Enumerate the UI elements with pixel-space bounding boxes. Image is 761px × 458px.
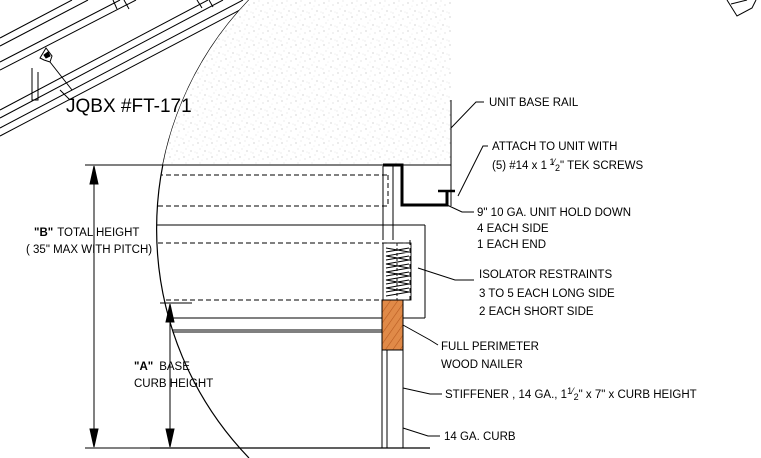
callout-hold-down-3: 1 EACH END <box>477 239 546 251</box>
callout-isolator-2: 3 TO 5 EACH LONG SIDE <box>479 288 615 300</box>
callout-nailer-1: FULL PERIMETER <box>441 341 539 353</box>
callout-hold-down-1: 9" 10 GA. UNIT HOLD DOWN <box>477 207 631 219</box>
callout-stiffener: STIFFENER , 14 GA., 11⁄2" x 7" x CURB HE… <box>445 386 697 402</box>
dimension-a-label: "A"BASE <box>134 361 190 373</box>
roof-rails-perspective <box>0 0 260 137</box>
callout-attach-line1: ATTACH TO UNIT WITH <box>492 141 617 153</box>
curb-wall <box>150 350 430 449</box>
dimension-b <box>85 164 196 449</box>
dimension-a <box>160 302 192 448</box>
callout-unit-base-rail: UNIT BASE RAIL <box>489 97 579 109</box>
unit-base-rail-hidden <box>156 174 411 301</box>
callout-nailer-2: WOOD NAILER <box>441 359 523 371</box>
dimension-a-label2: CURB HEIGHT <box>134 378 213 390</box>
corner-fragment-top-right <box>726 0 757 17</box>
isolator-spring <box>382 242 412 301</box>
callout-isolator-1: ISOLATOR RESTRAINTS <box>479 269 612 281</box>
leader-lines <box>59 89 488 437</box>
dimension-b-note: ( 35" MAX WITH PITCH) <box>26 244 152 256</box>
curb-top-channel <box>156 224 426 333</box>
part-number-label: JQBX #FT-171 <box>66 96 192 117</box>
unit-hold-down-bracket <box>382 163 455 240</box>
callout-hold-down-2: 4 EACH SIDE <box>477 223 549 235</box>
callout-attach-line2: (5) #14 x 1 1⁄2" TEK SCREWS <box>492 157 643 173</box>
callout-isolator-3: 2 EACH SHORT SIDE <box>479 306 594 318</box>
wood-nailer <box>381 299 404 351</box>
dimension-b-label: "B"TOTAL HEIGHT <box>34 227 139 239</box>
callout-curb: 14 GA. CURB <box>444 431 516 443</box>
